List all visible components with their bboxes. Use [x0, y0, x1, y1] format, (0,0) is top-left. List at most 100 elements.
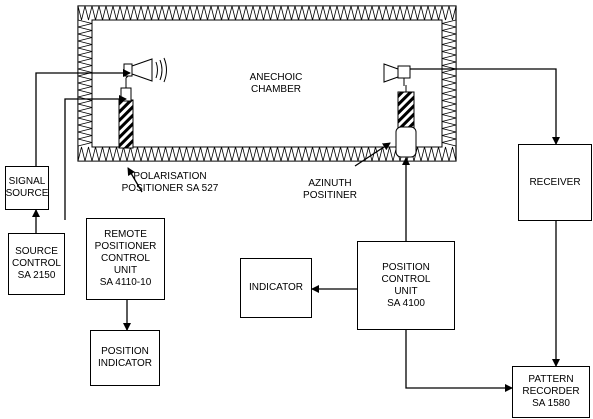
position-control-unit-block: POSITION CONTROL UNIT SA 4100 — [357, 241, 455, 330]
absorber-cone — [217, 5, 226, 21]
absorber-cone — [322, 146, 331, 162]
absorber-cone — [364, 146, 373, 162]
absorber-cone — [119, 146, 128, 162]
absorber-cone — [441, 5, 450, 21]
absorber-cone — [308, 146, 317, 162]
absorber-cone — [259, 5, 268, 21]
absorber-cone — [161, 146, 170, 162]
absorber-cone — [77, 117, 93, 126]
absorber-cone — [329, 146, 338, 162]
absorber-cone — [245, 146, 254, 162]
absorber-cone — [252, 146, 261, 162]
absorber-cone — [441, 96, 457, 105]
absorber-cone — [154, 5, 163, 21]
absorber-cone — [77, 19, 93, 28]
absorber-cone — [105, 5, 114, 21]
absorber-cone — [112, 146, 121, 162]
absorber-cone — [357, 5, 366, 21]
absorber-cone — [301, 146, 310, 162]
absorber-cone — [77, 138, 93, 147]
absorber-cone — [441, 40, 457, 49]
absorber-cone — [189, 5, 198, 21]
absorber-cone — [441, 68, 457, 77]
absorber-cone — [175, 5, 184, 21]
absorber-cone — [168, 146, 177, 162]
absorber-cone — [385, 146, 394, 162]
absorber-cone — [350, 146, 359, 162]
absorber-cone — [98, 146, 107, 162]
absorber-cone — [91, 146, 100, 162]
absorber-cone — [343, 5, 352, 21]
absorber-cone — [399, 5, 408, 21]
absorber-cone — [294, 146, 303, 162]
source-control-block: SOURCE CONTROL SA 2150 — [8, 233, 65, 295]
absorber-cone — [315, 5, 324, 21]
absorber-cone — [112, 5, 121, 21]
absorber-cone — [441, 33, 457, 42]
absorber-cone — [294, 5, 303, 21]
absorber-cone — [441, 89, 457, 98]
absorber-cone — [84, 5, 93, 21]
absorber-cone — [77, 47, 93, 56]
connections — [32, 68, 560, 392]
absorber-cone — [448, 146, 457, 162]
absorber-cone — [77, 33, 93, 42]
absorber-cone — [98, 5, 107, 21]
absorber-cone — [441, 26, 457, 35]
absorber-cone — [105, 146, 114, 162]
absorber-cone — [336, 5, 345, 21]
absorber-cone — [77, 146, 86, 162]
absorber-cone — [378, 5, 387, 21]
absorber-cone — [210, 146, 219, 162]
absorber-cone — [371, 5, 380, 21]
absorber-cone — [77, 61, 93, 70]
absorber-cone — [357, 146, 366, 162]
absorber-cone — [448, 5, 457, 21]
absorber-cone — [231, 5, 240, 21]
absorber-cone — [287, 146, 296, 162]
absorber-cone — [350, 5, 359, 21]
absorber-cone — [266, 146, 275, 162]
absorber-cone — [133, 5, 142, 21]
absorber-cone — [441, 124, 457, 133]
absorber-cone — [140, 5, 149, 21]
absorber-cone — [182, 5, 191, 21]
absorber-cone — [441, 75, 457, 84]
absorber-cone — [392, 5, 401, 21]
absorber-cone — [280, 5, 289, 21]
absorber-cone — [77, 96, 93, 105]
anechoic-chamber — [77, 5, 457, 162]
absorber-cone — [147, 146, 156, 162]
absorber-cone — [77, 103, 93, 112]
absorber-cone — [441, 19, 457, 28]
absorber-cone — [224, 146, 233, 162]
absorber-cone — [245, 5, 254, 21]
absorber-cone — [441, 54, 457, 63]
absorber-cone — [196, 5, 205, 21]
absorber-cone — [322, 5, 331, 21]
absorber-cone — [385, 5, 394, 21]
absorber-cone — [364, 5, 373, 21]
absorber-cone — [126, 5, 135, 21]
absorber-cone — [315, 146, 324, 162]
absorber-cone — [168, 5, 177, 21]
absorber-cone — [273, 146, 282, 162]
polarisation-label-pointer — [127, 167, 143, 193]
polarisation-positioner-label: POLARISATION POSITIONER SA 527 — [121, 171, 219, 194]
absorber-cone — [378, 146, 387, 162]
chamber-label: ANECHOIC CHAMBER — [249, 72, 303, 95]
receive-horn-antenna — [383, 63, 411, 86]
signal-to-antenna-line — [35, 69, 131, 166]
absorber-cone — [301, 5, 310, 21]
absorber-cone — [266, 5, 275, 21]
absorber-cone — [203, 146, 212, 162]
azimuth-label-pointer — [354, 142, 391, 167]
absorber-cone — [182, 146, 191, 162]
absorber-cone — [406, 5, 415, 21]
absorber-cone — [287, 5, 296, 21]
absorber-cone — [147, 5, 156, 21]
receiver-block: RECEIVER — [518, 144, 592, 221]
absorber-cone — [91, 5, 100, 21]
absorber-cone — [77, 124, 93, 133]
